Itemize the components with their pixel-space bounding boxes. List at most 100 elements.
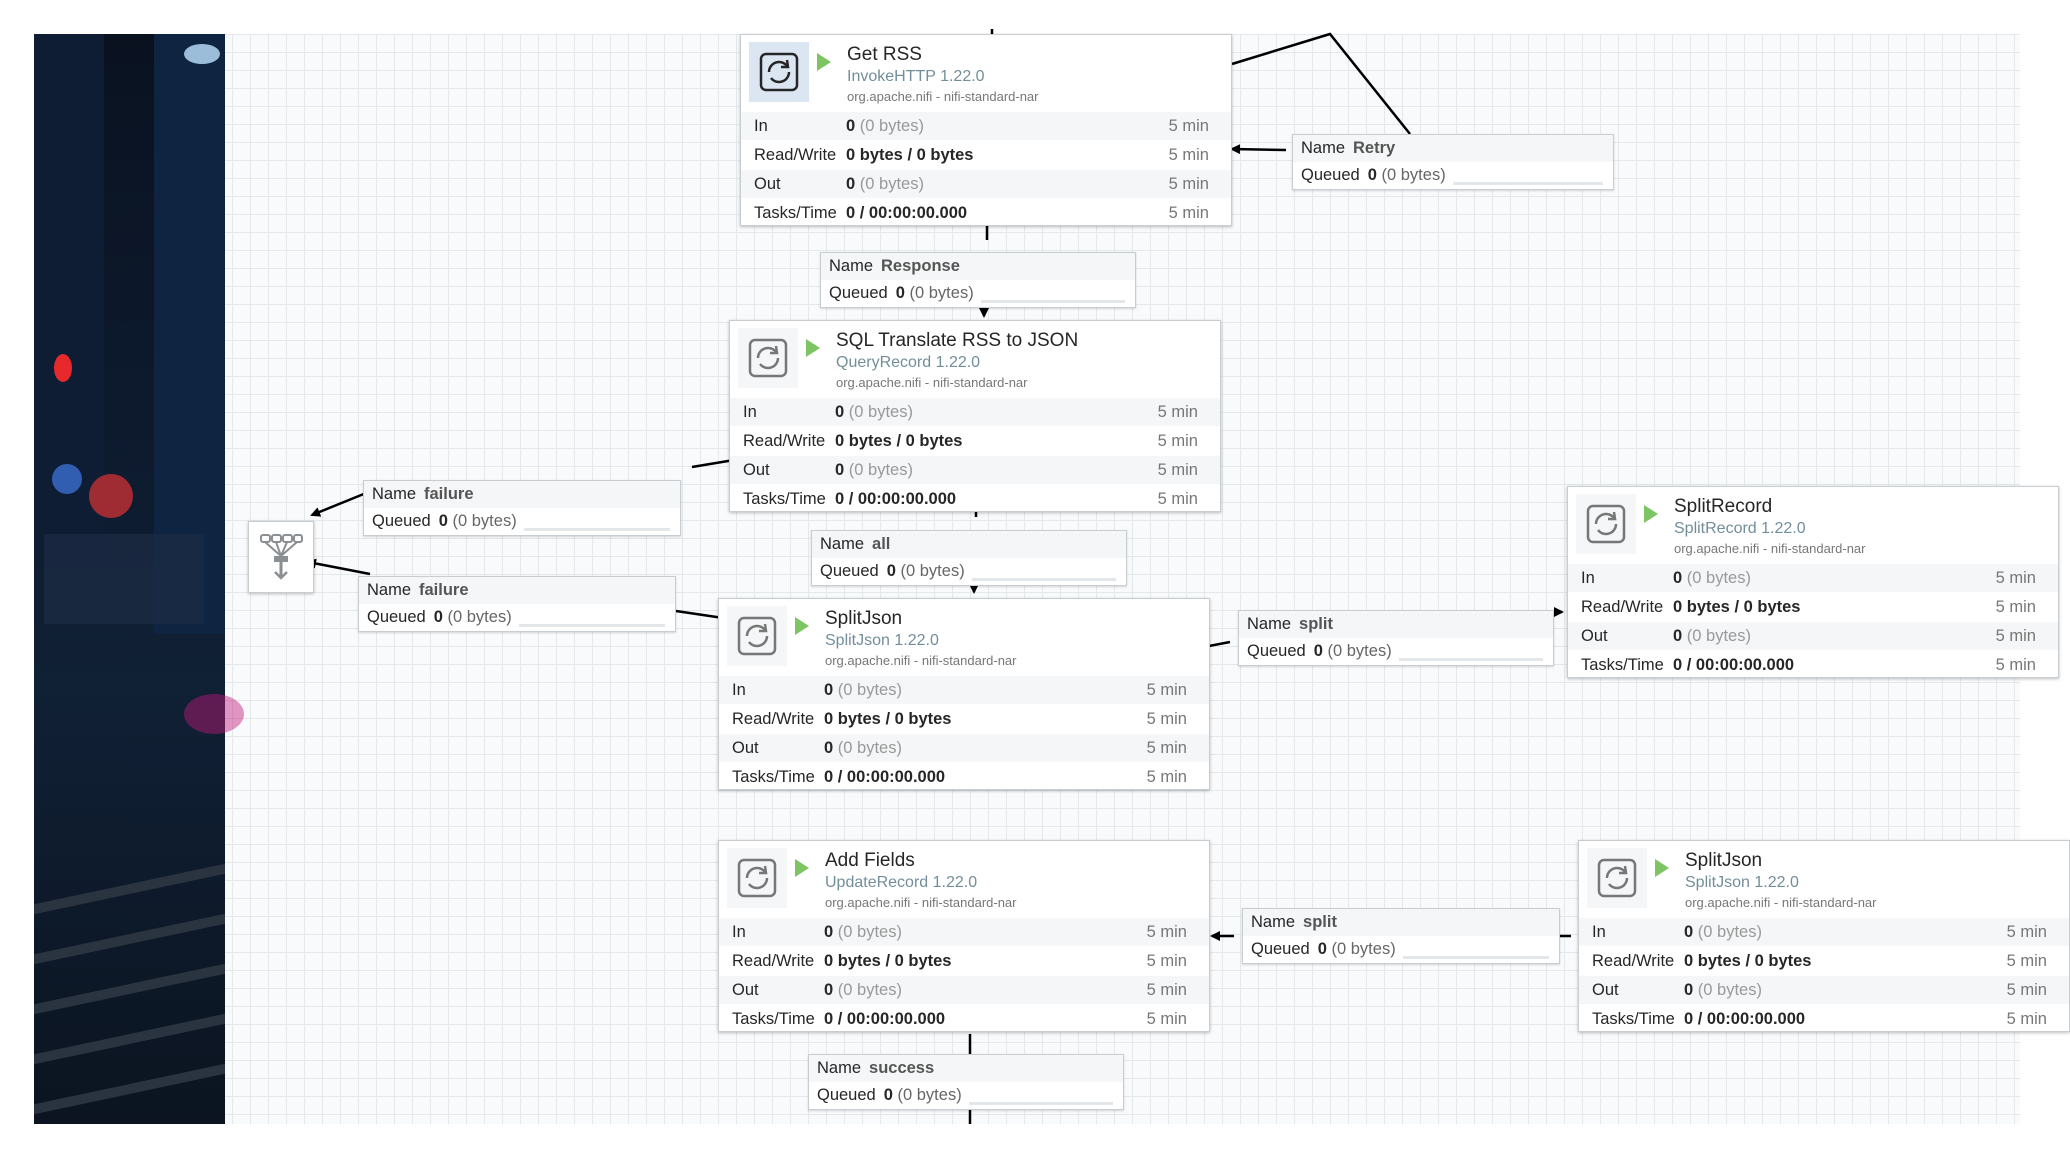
- stat-time: 5 min: [1146, 767, 1187, 786]
- stat-label: In: [1581, 568, 1595, 587]
- conn-name-key: Name: [1247, 615, 1292, 633]
- stat-time: 5 min: [1995, 568, 2036, 587]
- processor-add-fields[interactable]: Add Fields UpdateRecord 1.22.0 org.apach…: [718, 840, 1210, 1032]
- queue-bar: [981, 300, 1125, 303]
- stat-label: Tasks/Time: [754, 203, 837, 222]
- stat-value: 0: [1673, 568, 1683, 587]
- stat-value: 0 / 00:00:00.000: [1673, 655, 1795, 674]
- processor-bundle: org.apache.nifi - nifi-standard-nar: [847, 89, 1039, 104]
- conn-name-key: Name: [367, 581, 412, 599]
- conn-queued-key: Queued: [829, 284, 888, 302]
- stat-value: 0: [824, 980, 834, 999]
- stat-unit: (0 bytes): [1697, 980, 1762, 999]
- stat-value: 0: [824, 922, 834, 941]
- conn-relationship: failure: [419, 581, 469, 599]
- stat-label: Read/Write: [754, 145, 837, 164]
- stat-value: 0 bytes / 0 bytes: [824, 709, 952, 728]
- processor-icon: [727, 606, 787, 666]
- stat-time: 5 min: [1168, 174, 1209, 193]
- queued-count: 0: [1313, 642, 1323, 660]
- queued-size: (0 bytes): [452, 512, 517, 530]
- conn-name-key: Name: [372, 485, 417, 503]
- stat-label: Tasks/Time: [732, 767, 815, 786]
- queued-size: (0 bytes): [1331, 940, 1396, 958]
- stat-time: 5 min: [2006, 922, 2047, 941]
- conn-name-key: Name: [1301, 139, 1346, 157]
- stat-label: Out: [1592, 980, 1619, 999]
- stat-value: 0: [1673, 626, 1683, 645]
- stat-label: In: [743, 402, 757, 421]
- stat-label: Tasks/Time: [1592, 1009, 1675, 1028]
- queue-bar: [972, 578, 1116, 581]
- conn-queued-key: Queued: [372, 512, 431, 530]
- stat-time: 5 min: [1157, 431, 1198, 450]
- processor-type: QueryRecord 1.22.0: [836, 354, 981, 371]
- queue-bar: [969, 1102, 1113, 1105]
- queued-size: (0 bytes): [897, 1086, 962, 1104]
- processor-sql-translate[interactable]: SQL Translate RSS to JSON QueryRecord 1.…: [729, 320, 1221, 512]
- conn-relationship: split: [1299, 615, 1333, 633]
- conn-name-key: Name: [817, 1059, 862, 1077]
- conn-relationship: all: [872, 535, 891, 553]
- processor-name: SplitJson: [1685, 850, 1763, 871]
- play-icon[interactable]: [817, 53, 831, 71]
- conn-relationship: success: [869, 1059, 935, 1077]
- stat-value: 0 bytes / 0 bytes: [846, 145, 974, 164]
- stat-time: 5 min: [1146, 980, 1187, 999]
- processor-bundle: org.apache.nifi - nifi-standard-nar: [1674, 541, 1866, 556]
- processor-bundle: org.apache.nifi - nifi-standard-nar: [1685, 895, 1877, 910]
- stat-label: In: [754, 116, 768, 135]
- stat-unit: (0 bytes): [1686, 568, 1751, 587]
- stat-time: 5 min: [1157, 460, 1198, 479]
- queue-bar: [519, 624, 665, 627]
- play-icon[interactable]: [795, 859, 809, 877]
- stat-value: 0 bytes / 0 bytes: [824, 951, 952, 970]
- processor-name: Add Fields: [825, 850, 915, 871]
- stat-time: 5 min: [1168, 145, 1209, 164]
- conn-queued-key: Queued: [367, 608, 426, 626]
- play-icon[interactable]: [1644, 505, 1658, 523]
- stat-label: Out: [743, 460, 770, 479]
- stat-unit: (0 bytes): [848, 402, 913, 421]
- processor-split-record[interactable]: SplitRecord SplitRecord 1.22.0 org.apach…: [1567, 486, 2059, 678]
- conn-queued-key: Queued: [1251, 940, 1310, 958]
- processor-name: SQL Translate RSS to JSON: [836, 330, 1079, 351]
- stat-time: 5 min: [1146, 680, 1187, 699]
- queued-count: 0: [883, 1086, 893, 1104]
- stat-label: Tasks/Time: [743, 489, 826, 508]
- conn-relationship: split: [1303, 913, 1337, 931]
- stat-unit: (0 bytes): [1697, 922, 1762, 941]
- funnel[interactable]: [248, 521, 314, 593]
- play-icon[interactable]: [806, 339, 820, 357]
- processor-split-json-1[interactable]: SplitJson SplitJson 1.22.0 org.apache.ni…: [718, 598, 1210, 790]
- stat-unit: (0 bytes): [859, 116, 924, 135]
- conn-relationship: failure: [424, 485, 474, 503]
- stat-label: Out: [754, 174, 781, 193]
- processor-get-rss[interactable]: Get RSS InvokeHTTP 1.22.0 org.apache.nif…: [740, 34, 1232, 226]
- processor-split-json-2[interactable]: SplitJson SplitJson 1.22.0 org.apache.ni…: [1578, 840, 2070, 1032]
- stat-unit: (0 bytes): [848, 460, 913, 479]
- stat-unit: (0 bytes): [837, 980, 902, 999]
- play-icon[interactable]: [1655, 859, 1669, 877]
- play-icon[interactable]: [795, 617, 809, 635]
- stat-time: 5 min: [1995, 655, 2036, 674]
- stat-value: 0 bytes / 0 bytes: [1673, 597, 1801, 616]
- processor-bundle: org.apache.nifi - nifi-standard-nar: [825, 895, 1017, 910]
- stat-unit: (0 bytes): [859, 174, 924, 193]
- conn-queued-key: Queued: [1247, 642, 1306, 660]
- stat-time: 5 min: [1146, 709, 1187, 728]
- stat-time: 5 min: [1995, 626, 2036, 645]
- queued-size: (0 bytes): [1381, 166, 1446, 184]
- processor-name: Get RSS: [847, 44, 922, 65]
- flow-canvas[interactable]: Get RSS InvokeHTTP 1.22.0 org.apache.nif…: [34, 29, 2070, 1124]
